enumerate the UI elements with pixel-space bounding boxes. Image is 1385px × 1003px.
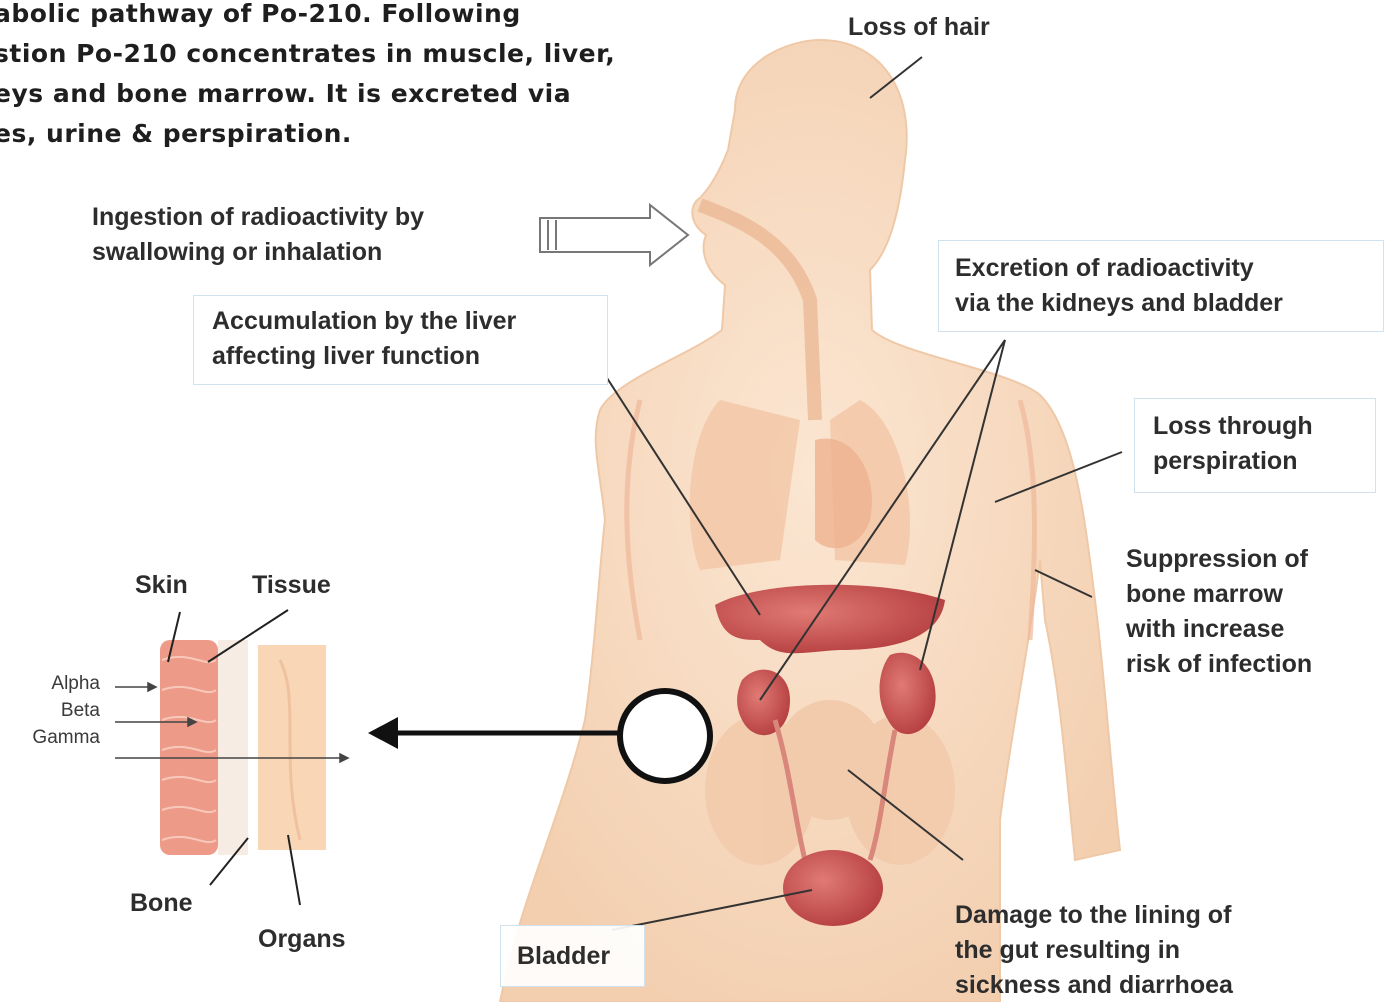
tissue-inset [115,610,348,905]
label-gut-line: sickness and diarrhoea [955,968,1233,1003]
label-gut-line: the gut resulting in [955,933,1233,968]
label-excretion-line: via the kidneys and bladder [955,286,1383,321]
label-perspiration-line: Loss through [1153,409,1375,444]
label-excretion-line: Excretion of radioactivity [955,251,1383,286]
label-excretion: Excretion of radioactivity via the kidne… [938,240,1384,332]
ingestion-arrow [540,205,688,265]
label-liver-line: affecting liver function [212,339,607,374]
radiation-beta: Beta [14,697,100,724]
label-marrow-line: Suppression of [1126,542,1312,577]
label-perspiration: Loss through perspiration [1134,398,1376,493]
inset-label-skin: Skin [135,568,188,603]
radiation-gamma: Gamma [14,724,100,751]
label-liver: Accumulation by the liver affecting live… [193,295,608,385]
inset-radiation-labels: Alpha Beta Gamma [14,670,100,751]
body-silhouette [500,40,1120,1002]
label-perspiration-line: perspiration [1153,444,1375,479]
label-gut: Damage to the lining of the gut resultin… [955,898,1233,1003]
radiation-alpha: Alpha [14,670,100,697]
label-marrow: Suppression of bone marrow with increase… [1126,542,1312,682]
label-liver-line: Accumulation by the liver [212,304,607,339]
label-marrow-line: with increase [1126,612,1312,647]
intro-line: abolic pathway of Po-210. Following [0,0,754,34]
intro-line: eys and bone marrow. It is excreted via [0,74,754,114]
inset-label-tissue: Tissue [252,568,331,603]
intro-line: es, urine & perspiration. [0,114,754,154]
intro-line: stion Po-210 concentrates in muscle, liv… [0,34,754,74]
label-gut-line: Damage to the lining of [955,898,1233,933]
inset-label-organs: Organs [258,922,346,957]
label-ingestion: Ingestion of radioactivity by swallowing… [92,200,424,270]
zoom-indicator [368,691,710,781]
intro-paragraph: abolic pathway of Po-210. Following stio… [0,0,754,154]
label-marrow-line: risk of infection [1126,647,1312,682]
label-hair: Loss of hair [848,10,990,45]
label-ingestion-line: swallowing or inhalation [92,235,424,270]
label-ingestion-line: Ingestion of radioactivity by [92,200,424,235]
inset-label-bone: Bone [130,886,193,921]
label-bladder: Bladder [500,925,645,987]
label-marrow-line: bone marrow [1126,577,1312,612]
